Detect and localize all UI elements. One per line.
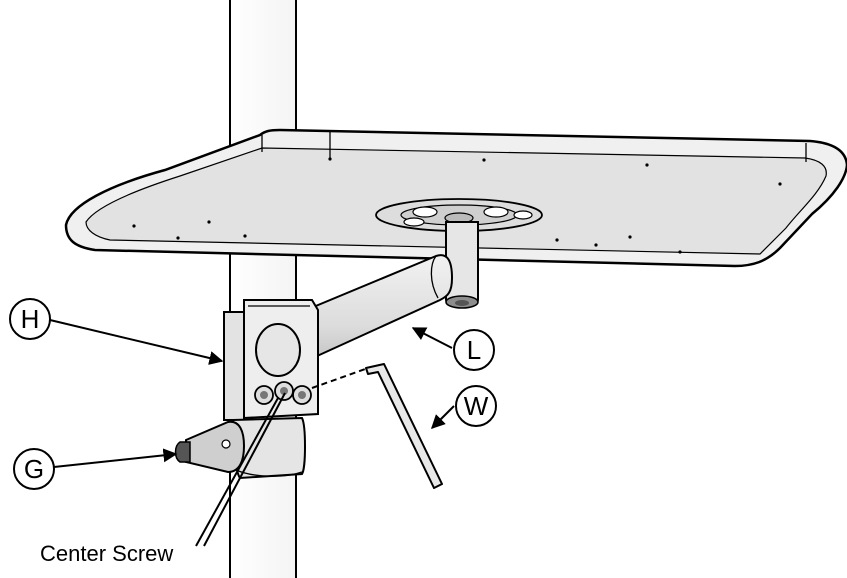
bracket-housing	[223, 299, 319, 421]
callout-g: G	[13, 448, 55, 490]
center-screw-caption: Center Screw	[40, 541, 173, 566]
callout-h: H	[9, 298, 51, 340]
pole	[229, 0, 297, 578]
callout-g-label: G	[24, 454, 44, 484]
clamp-knob	[174, 420, 246, 474]
hex-key	[311, 363, 443, 489]
callout-h-label: H	[21, 304, 40, 334]
callout-l-label: L	[467, 335, 481, 365]
mounting-plate	[375, 198, 543, 232]
screw-row	[254, 381, 312, 405]
tray	[64, 128, 847, 268]
callout-l: L	[453, 329, 495, 371]
callout-w: W	[455, 385, 497, 427]
leader-lines	[49, 319, 455, 547]
callout-w-label: W	[464, 391, 489, 421]
